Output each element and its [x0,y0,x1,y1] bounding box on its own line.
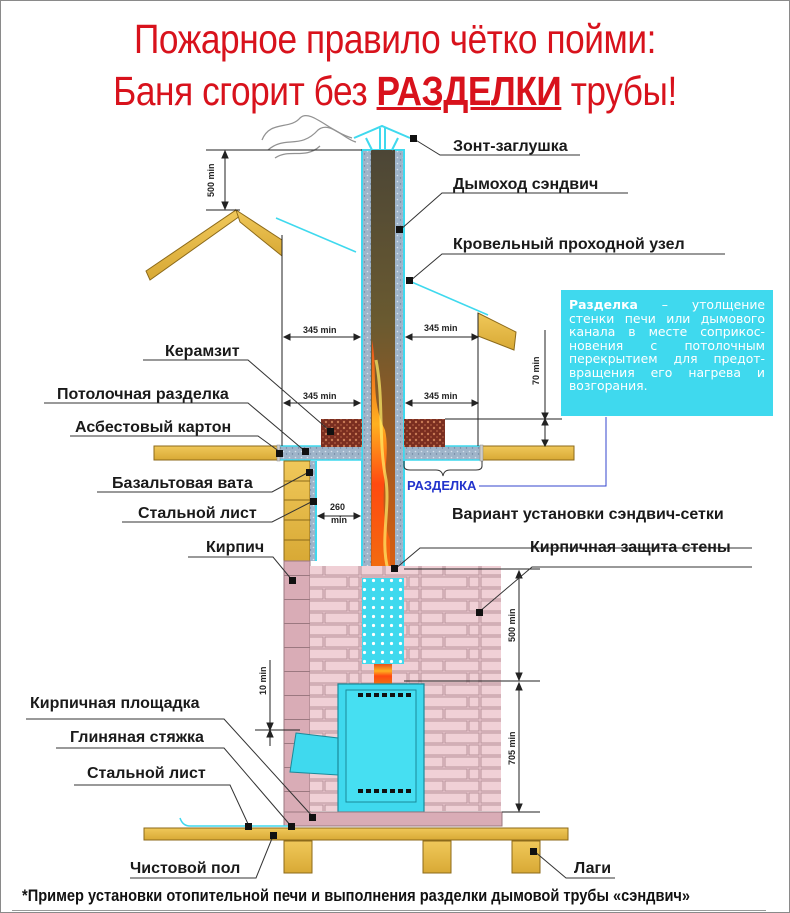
dim-brick-gap: 10 min [258,666,268,695]
razdelka-connector [479,417,607,487]
sandwich-chimney [361,149,405,581]
title-line-2-suffix: трубы! [561,68,678,114]
dim-roof-right: 345 min [424,323,458,333]
label-roof-passage: Кровельный проходной узел [453,236,685,253]
razdelka-bracket [403,461,483,477]
leader-markers [245,135,537,855]
roof-left [145,208,283,350]
label-asbestos-board: Асбестовый картон [75,419,231,436]
note-definition: – утолщение стенки печи или дымового кан… [569,297,765,393]
label-clay-screed: Глиняная стяжка [70,729,204,746]
title-emphasis: РАЗДЕЛКИ [376,68,562,114]
asbestos-board-right [479,444,484,462]
label-mesh-variant: Вариант установки сэндвич-сетки [452,506,724,523]
steel-sheet-floor [179,817,290,827]
dim-ceiling-left: 345 min [303,391,337,401]
note-term: Разделка [569,297,638,312]
label-brick-wall-protection: Кирпичная защита стены [530,539,731,556]
label-steel-sheet-floor: Стальной лист [87,765,206,782]
label-brick: Кирпич [206,539,264,556]
stove-flue [374,664,392,684]
leader-lines [26,138,752,879]
footer-divider [12,910,766,911]
dim-stove-height: 705 min [507,731,517,765]
dim-wall-gap-unit: min [331,515,347,525]
razdelka-definition-box: Разделка – утолщение стенки печи или дым… [561,290,773,416]
footer-note: *Пример установки отопительной печи и вы… [22,886,691,905]
dim-ceiling-right: 345 min [424,391,458,401]
label-ceiling-cut: Потолочная разделка [57,386,229,403]
title-line-1: Пожарное правило чётко пойми: [134,16,656,62]
ceiling-cut-right [403,445,482,461]
brick-platform [283,811,503,827]
expanded-clay-right [404,419,445,447]
label-finish-floor: Чистовой пол [130,860,240,877]
label-steel-sheet-wall: Стальной лист [138,505,257,522]
basalt-wool [310,461,315,561]
title-line-2: Баня сгорит без РАЗДЕЛКИ трубы! [55,68,734,114]
razdelka-label: РАЗДЕЛКА [407,478,477,493]
ceiling-beam-left [153,445,279,461]
roof-flashing-left [275,217,357,253]
label-brick-platform: Кирпичная площадка [30,695,200,712]
label-joists: Лаги [574,860,611,877]
joist-1 [283,840,313,874]
dim-ceiling-height: 70 min [531,356,541,385]
joist-2 [422,840,452,874]
label-basalt-wool: Базальтовая вата [112,475,253,492]
roof-flashing-right [406,279,489,316]
umbrella-cap [353,124,411,151]
stove [289,683,425,813]
label-sandwich-chimney: Дымоход сэндвич [453,176,598,193]
brick-column [283,560,311,814]
dim-mesh-height: 500 min [507,608,517,642]
joist-3 [511,840,541,874]
wooden-wall-seams [284,480,310,541]
dim-wall-gap-value: 260 [330,502,345,512]
label-umbrella-cap: Зонт-заглушка [453,138,568,155]
dim-roof-left: 345 min [303,325,337,335]
roof-right [477,312,517,351]
ceiling-cut-left [278,445,363,461]
title-line-2-prefix: Баня сгорит без [113,68,377,114]
sandwich-mesh [362,578,404,664]
ceiling-beam-right [481,445,575,461]
finish-floor [143,827,569,841]
label-expanded-clay: Керамзит [165,343,240,360]
smoke [261,115,357,159]
dim-above-roof: 500 min [206,163,216,197]
